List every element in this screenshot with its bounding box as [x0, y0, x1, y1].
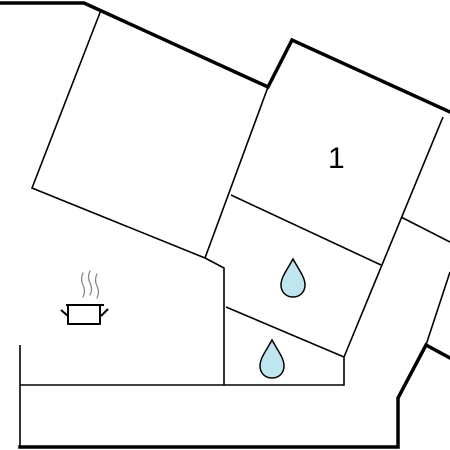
wall-segment [204, 86, 269, 259]
cooking-pot-icon [60, 270, 109, 325]
water-drop-icon [259, 338, 285, 379]
right-room-divider [400, 216, 450, 243]
bathroom-divider [225, 306, 345, 358]
room-number-label: 1 [328, 142, 345, 175]
kitchen-divider [204, 257, 225, 385]
room-1-bottom-wall [230, 194, 382, 266]
steam-lines [80, 270, 100, 299]
exterior-wall-bottom [18, 342, 450, 449]
room-1-right-wall [343, 116, 444, 358]
upper-left-room-outline [30, 9, 206, 259]
interior-walls [19, 9, 450, 447]
right-room-side-wall [425, 271, 450, 346]
bathroom-lower-outline [20, 357, 345, 386]
water-drop-icon [280, 257, 306, 298]
